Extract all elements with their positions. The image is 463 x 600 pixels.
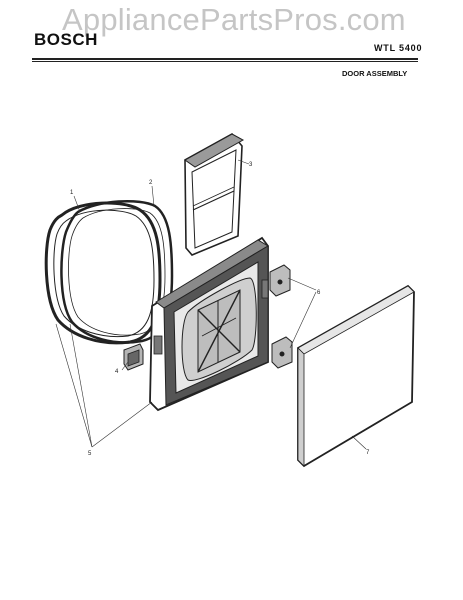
callout-4: 4 (115, 369, 119, 375)
door-seal-part (44, 201, 162, 345)
section-title: DOOR ASSEMBLY (342, 69, 408, 78)
leader-lines (55, 159, 367, 450)
callout-5: 5 (88, 451, 92, 457)
watermark-text: AppliancePartsPros.com (62, 2, 406, 37)
model-number: WTL 5400 (374, 43, 423, 53)
callout-6: 6 (317, 290, 321, 296)
callout-1: 1 (70, 190, 74, 196)
callout-3: 3 (249, 162, 253, 168)
header-rule-thin (32, 61, 418, 62)
brand-logo: BOSCH (34, 30, 98, 49)
door-hinge-lower (271, 336, 293, 369)
lint-filter-frame (184, 132, 245, 256)
inner-door-frame (149, 236, 269, 412)
outer-door-panel (297, 284, 415, 468)
door-gasket-part (60, 199, 174, 344)
door-hinge-upper (269, 264, 291, 297)
callout-7: 7 (366, 450, 370, 456)
door-latch-part (123, 343, 144, 371)
callout-2: 2 (149, 180, 153, 186)
header-rule-thick (32, 58, 418, 60)
